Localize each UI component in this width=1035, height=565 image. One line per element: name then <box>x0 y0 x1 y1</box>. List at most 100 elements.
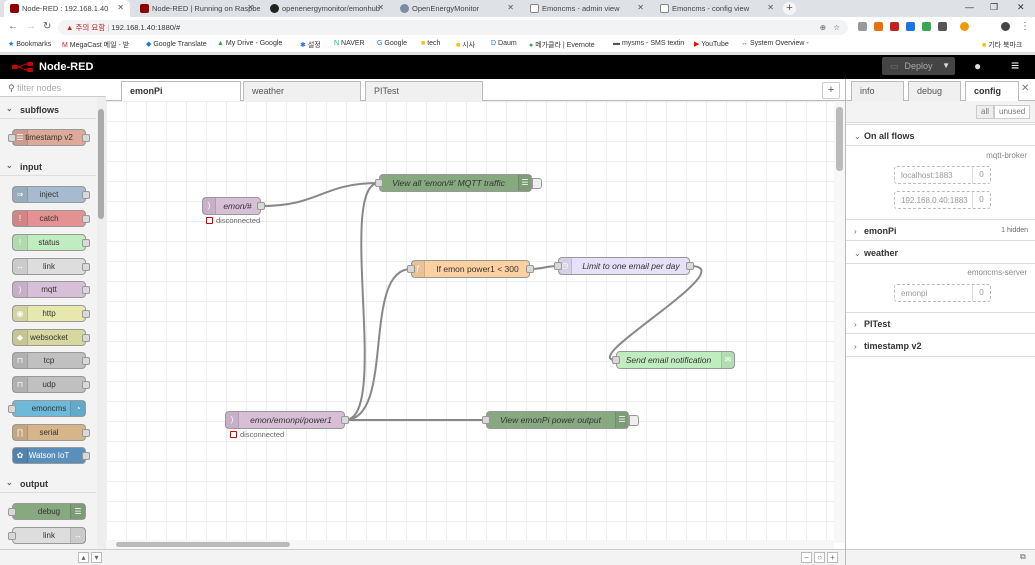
profile-avatar[interactable] <box>1001 22 1010 31</box>
tab-debug[interactable]: debug <box>908 81 961 101</box>
config-section-pitest[interactable]: ›PITest <box>846 312 1035 334</box>
node-input-port[interactable] <box>612 356 620 364</box>
tab-emonpi[interactable]: emonPi <box>121 81 241 102</box>
browser-tab[interactable]: Emoncms - config view ✕ <box>654 0 780 17</box>
palette-node-serial[interactable]: ∏serial <box>12 424 90 441</box>
extension-icon[interactable] <box>922 22 931 31</box>
palette-scrollbar[interactable] <box>97 97 106 557</box>
browser-tab[interactable]: OpenEnergyMonitor ✕ <box>394 0 520 17</box>
canvas-horizontal-scrollbar[interactable] <box>106 540 834 549</box>
node-input-port[interactable] <box>554 262 562 270</box>
close-tab-icon[interactable]: ✕ <box>247 3 254 12</box>
palette-node-timestamp-v2[interactable]: ☰timestamp v2 <box>8 129 90 146</box>
canvas-vertical-scrollbar[interactable] <box>834 101 845 543</box>
hamburger-menu-icon[interactable]: ≡ <box>1011 57 1020 73</box>
flow-node-debug[interactable]: View emonPi power output ☰ <box>482 411 639 429</box>
tab-weather[interactable]: weather <box>243 81 361 101</box>
palette-node-watson-iot[interactable]: ✿Watson IoT <box>12 447 90 464</box>
palette-node-mqtt[interactable]: )mqtt <box>12 281 90 298</box>
zoom-in-button[interactable]: + <box>827 552 838 563</box>
deploy-menu-caret-icon[interactable]: ▼ <box>942 61 950 70</box>
extension-icon[interactable] <box>960 22 969 31</box>
bookmark-item[interactable]: ↔ System Overview - <box>741 40 809 47</box>
bookmark-item[interactable]: ■ tech <box>421 40 441 47</box>
node-input-port[interactable] <box>407 265 415 273</box>
palette-node-websocket[interactable]: ◆websocket <box>12 329 90 346</box>
flow-node-debug[interactable]: View all 'emon/#' MQTT traffic ☰ <box>375 174 542 192</box>
config-section-timestamp-v2[interactable]: ›timestamp v2 <box>846 335 1035 357</box>
palette-node-link-out[interactable]: link↔ <box>8 527 86 544</box>
palette-category-input[interactable]: ⌄input <box>0 158 96 176</box>
bookmark-item[interactable]: ★ Bookmarks <box>8 41 52 48</box>
scroll-thumb[interactable] <box>836 107 843 171</box>
flow-node-mqtt-in[interactable]: ) emon/# <box>202 197 265 215</box>
scroll-thumb[interactable] <box>98 109 104 219</box>
minimize-icon[interactable]: — <box>965 2 974 12</box>
palette-node-debug[interactable]: debug☰ <box>8 503 86 520</box>
flow-node-mqtt-in[interactable]: ) emon/emonpi/power1 <box>225 411 349 429</box>
reload-icon[interactable]: ↻ <box>43 21 52 32</box>
zoom-icon[interactable]: ⊕ <box>819 23 826 32</box>
palette-node-catch[interactable]: !catch <box>12 210 90 227</box>
bookmark-item[interactable]: ▶ YouTube <box>694 41 729 48</box>
palette-node-inject[interactable]: ⇒inject <box>12 186 90 203</box>
bookmark-item[interactable]: G Google <box>377 40 407 47</box>
bookmark-item[interactable]: D Daum <box>491 40 517 47</box>
pop-out-icon[interactable]: ⧉ <box>1020 552 1026 561</box>
close-tab-icon[interactable]: ✕ <box>507 3 514 12</box>
tab-info[interactable]: info <box>851 81 904 101</box>
config-section-all-flows[interactable]: ⌄On all flows <box>846 124 1035 146</box>
browser-tab[interactable]: Node-RED | Running on Raspbe ✕ <box>134 0 260 17</box>
filter-all-button[interactable]: all <box>976 105 995 119</box>
palette-node-status[interactable]: !status <box>12 234 90 251</box>
node-input-port[interactable] <box>375 179 383 187</box>
deploy-button[interactable]: ▭ Deploy ▼ <box>882 57 955 75</box>
palette-node-tcp[interactable]: ⊓tcp <box>12 352 90 369</box>
close-tab-icon[interactable]: ✕ <box>637 3 644 12</box>
palette-node-emoncms[interactable]: emoncms◔ <box>8 400 86 417</box>
user-icon[interactable]: ● <box>974 59 982 73</box>
node-output-port[interactable] <box>526 265 534 273</box>
palette-category-subflows[interactable]: ⌄subflows <box>0 101 96 119</box>
other-bookmarks[interactable]: ■ 기타 북마크 <box>982 42 1023 49</box>
browser-tab[interactable]: Emoncms - admin view ✕ <box>524 0 650 17</box>
debug-toggle-button[interactable] <box>629 415 639 426</box>
add-flow-button[interactable]: + <box>822 82 840 99</box>
tab-pitest[interactable]: PITest <box>365 81 483 101</box>
flow-node-function[interactable]: ƒ If emon power1 < 300 <box>407 260 534 278</box>
browser-tab[interactable]: openenergymonitor/emonhub ✕ <box>264 0 390 17</box>
zoom-out-button[interactable]: − <box>801 552 812 563</box>
bookmark-item[interactable]: ■ 시사 <box>456 42 476 49</box>
palette-node-link[interactable]: ↔link <box>12 258 90 275</box>
filter-nodes-input[interactable]: ⚲ filter nodes <box>0 79 106 97</box>
bookmark-item[interactable]: M MegaCast 메일 - 받 <box>62 42 130 49</box>
bookmark-item[interactable]: ✱ 설정 <box>300 42 321 49</box>
zoom-reset-button[interactable]: ○ <box>814 552 825 563</box>
palette-category-output[interactable]: ⌄output <box>0 475 96 493</box>
close-tab-icon[interactable]: ✕ <box>377 3 384 12</box>
bookmark-item[interactable]: ● 메가클라 | Evernote <box>529 42 595 49</box>
extension-icon[interactable] <box>874 22 883 31</box>
bookmark-item[interactable]: N NAVER <box>334 40 365 47</box>
expand-all-button[interactable]: ▾ <box>91 552 102 563</box>
node-output-port[interactable] <box>257 202 265 210</box>
flow-canvas[interactable]: ) emon/# disconnected View all 'emon/#' … <box>106 101 845 551</box>
close-tab-icon[interactable]: ✕ <box>117 3 124 12</box>
extension-icon[interactable] <box>858 22 867 31</box>
debug-toggle-button[interactable] <box>532 178 542 189</box>
node-output-port[interactable] <box>686 262 694 270</box>
tab-config[interactable]: config <box>965 81 1019 102</box>
palette-node-http[interactable]: ◉http <box>12 305 90 322</box>
close-tab-icon[interactable]: ✕ <box>767 3 774 12</box>
back-icon[interactable]: ← <box>8 21 18 32</box>
forward-icon[interactable]: → <box>26 21 36 32</box>
url-input[interactable]: ▲ 주의 요함 | 192.168.1.40:1880/# ⊕ ☆ <box>58 20 848 35</box>
bookmark-star-icon[interactable]: ☆ <box>833 23 840 32</box>
extension-icon[interactable] <box>938 22 947 31</box>
close-icon[interactable]: ✕ <box>1021 83 1030 94</box>
flow-node-delay[interactable]: ◷ Limit to one email per day <box>554 257 694 275</box>
